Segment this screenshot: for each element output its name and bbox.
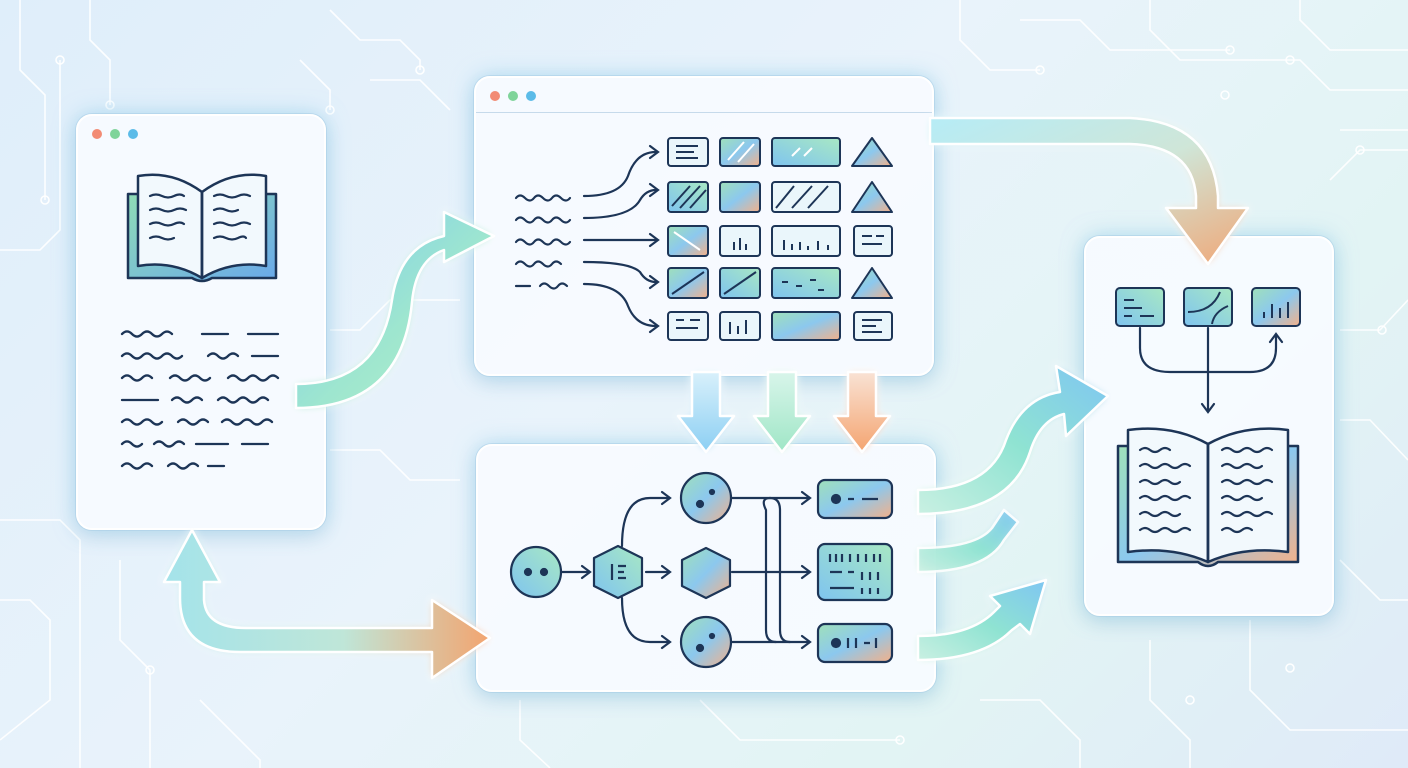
source-document-panel — [76, 114, 326, 530]
striped-card-icon — [771, 181, 841, 213]
flow-arrow-graph-to-output-top — [916, 364, 1110, 516]
circuit-trace — [0, 60, 61, 251]
window-dot-blue[interactable] — [526, 91, 536, 101]
grid-row-4 — [667, 267, 893, 299]
wide-card-icon — [771, 137, 841, 167]
triangle-icon — [851, 267, 893, 299]
window-dot-green[interactable] — [508, 91, 518, 101]
list-card-icon — [853, 225, 893, 257]
output-source-cards — [1115, 287, 1301, 327]
matrix-chip-icon — [816, 542, 894, 602]
window-controls — [92, 129, 138, 139]
record-chip-icon — [816, 478, 894, 520]
flow-arrow-graph-to-output-bottom — [916, 578, 1048, 662]
down-arrow-orange — [832, 370, 892, 454]
grid-row-2 — [667, 181, 893, 213]
title-bar-divider — [476, 112, 932, 113]
grid-row-3 — [667, 225, 893, 257]
down-arrow-green — [752, 370, 812, 454]
chart-card-icon — [719, 311, 761, 341]
flow-arrow-grid-to-output — [928, 116, 1250, 266]
flow-arrow-source-to-grid — [294, 210, 496, 410]
text-card-icon — [667, 311, 709, 341]
graph-edges — [560, 490, 812, 650]
bar-card-icon — [771, 225, 841, 257]
hatched-card-icon — [667, 181, 709, 213]
input-lines — [514, 194, 572, 290]
document-text-lines — [120, 330, 280, 470]
window-dot-green[interactable] — [110, 129, 120, 139]
gradient-card-icon — [771, 311, 841, 341]
grid-row-1 — [667, 137, 893, 167]
open-book-icon — [126, 173, 278, 283]
graph-nodes — [509, 471, 894, 669]
down-arrow-blue — [676, 370, 736, 454]
hexagon-node-icon — [680, 546, 732, 600]
window-dot-red[interactable] — [490, 91, 500, 101]
start-node-icon — [509, 545, 563, 599]
flow-arrow-graph-to-output-mid — [916, 508, 1020, 574]
diagonal-card-icon — [719, 137, 761, 167]
triangle-icon — [851, 137, 893, 167]
triangle-icon — [851, 181, 893, 213]
chart-card-icon — [1251, 287, 1301, 327]
flow-arrow-loop-to-graph — [162, 528, 492, 680]
merge-connectors — [1138, 326, 1284, 414]
window-dot-red[interactable] — [92, 129, 102, 139]
gradient-card-icon — [719, 181, 761, 213]
circle-node-icon — [679, 615, 733, 669]
output-book-icon — [1116, 427, 1300, 568]
grid-row-5 — [667, 311, 893, 341]
window-controls — [490, 91, 536, 101]
window-dot-blue[interactable] — [128, 129, 138, 139]
fan-out-connectors — [582, 144, 660, 334]
circle-node-icon — [679, 471, 733, 525]
